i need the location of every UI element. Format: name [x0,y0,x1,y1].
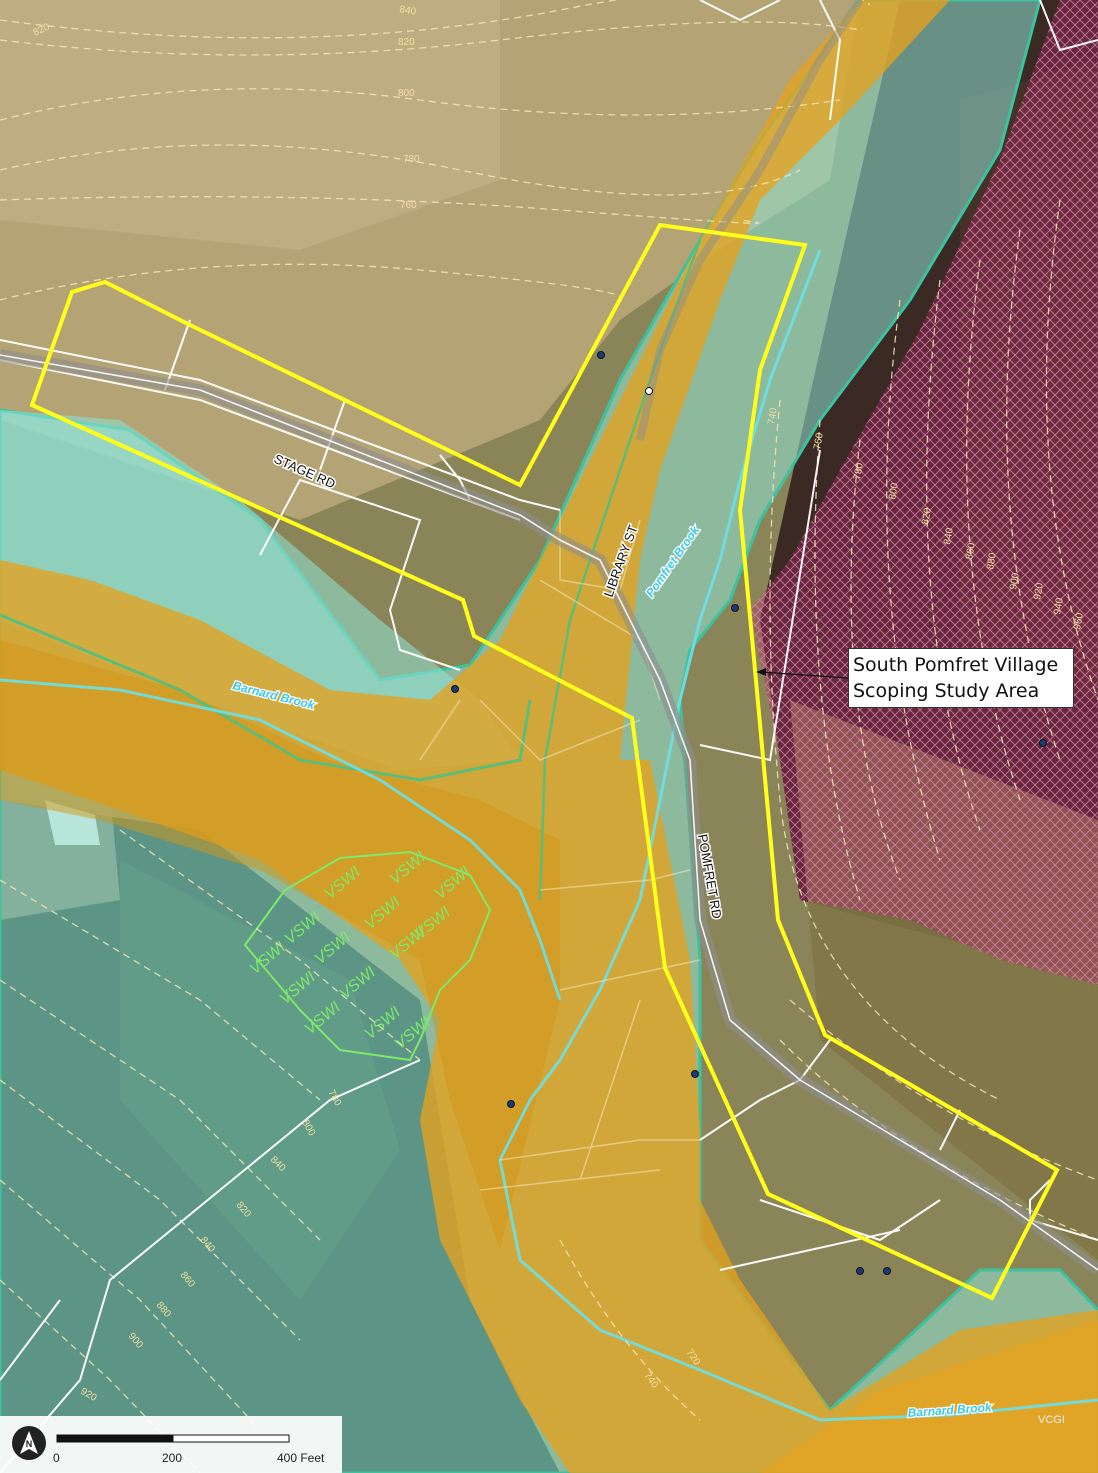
contour-label: 840 [942,527,956,546]
contour-label: 920 [1032,582,1046,601]
barnard-brook [0,678,562,1001]
study-area-boundary [29,222,1060,1301]
contour-label: 800 [887,482,901,501]
contour-label: 760 [400,200,417,211]
callout-line-1: South Pomfret Village [853,654,1059,676]
contour-label: 820 [920,507,934,526]
pomfret-brook [498,249,1098,1422]
north-arrow-icon: N [12,1426,46,1460]
river-corridor-east [0,410,520,770]
contour-label: 820 [398,37,415,48]
field-north-2 [0,0,500,250]
study-area-callout: South Pomfret Village Scoping Study Area [848,648,1074,708]
contour-label: 960 [1072,612,1086,631]
roads [0,0,1098,1275]
contour-label: 760 [812,432,826,451]
scale-label-200: 200 [162,1451,183,1465]
contour-label: 940 [1052,597,1066,616]
contour-label: 840 [398,4,417,18]
contour-label: 860 [964,542,978,561]
survey-points [451,351,1047,1275]
contour-label: 740 [766,407,780,426]
contour-label: 880 [985,552,999,571]
scale-label-400: 400 Feet [277,1451,325,1465]
scale-bar [56,1434,290,1443]
data-credit: VCGI [1038,1414,1065,1426]
callout-leader [759,671,849,679]
contour-label: 800 [398,88,415,99]
contour-label: 780 [403,154,420,165]
floodplain-zone-2 [0,640,560,1250]
north-label: N [26,1439,33,1449]
callout-arrowhead [756,668,766,676]
wetland-area [243,850,492,1062]
callout-line-2: Scoping Study Area [853,680,1040,702]
survey-point-white [645,387,653,395]
contour-label: 780 [852,462,866,481]
scale-label-0: 0 [53,1451,60,1465]
scale-bar-panel: 0 200 400 Feet [0,1416,342,1473]
floodplain-zone-se [760,1320,1098,1473]
contour-label: 900 [1008,572,1022,591]
